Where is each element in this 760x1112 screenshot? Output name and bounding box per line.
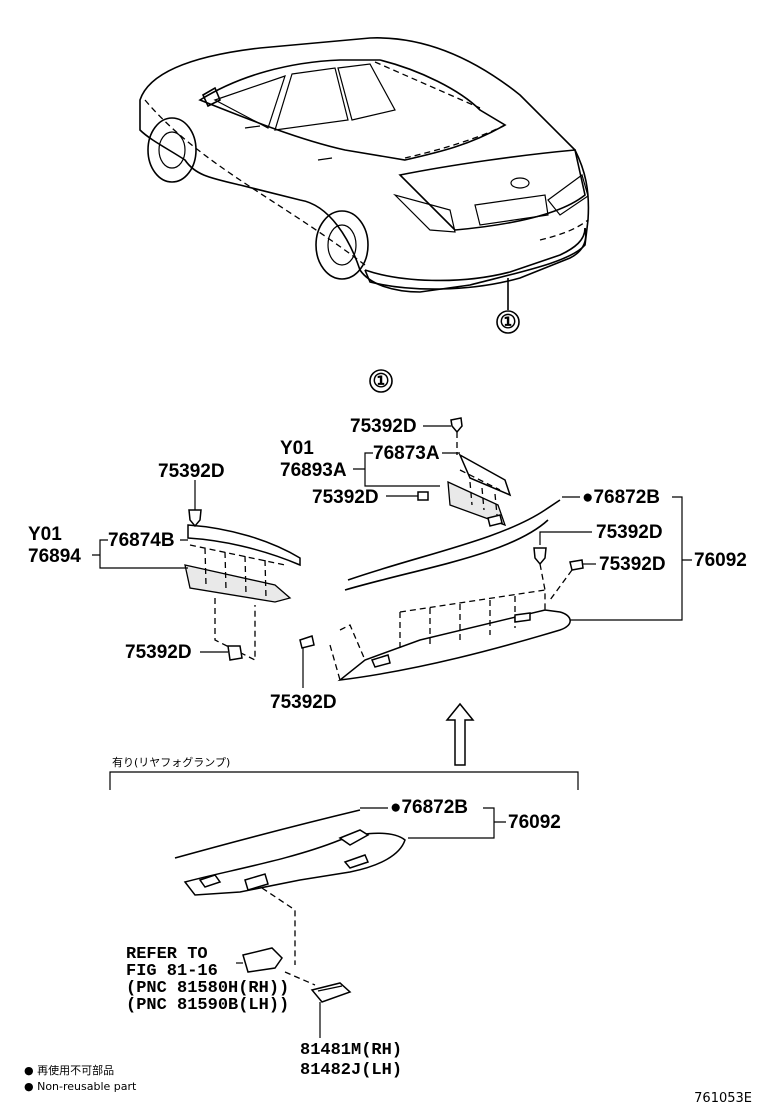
label-75392d-c: 75392D [158,461,225,482]
clip-75392d-g [549,559,596,601]
clip-75392d-f [533,531,592,591]
label-75392d-f: 75392D [596,522,663,543]
label-y01-right: Y01 [280,438,314,459]
callout-top: ① [499,312,516,333]
label-76893a: 76893A [280,460,347,481]
label-76873a: 76873A [373,443,440,464]
label-76874b: 76874B [108,530,175,551]
callout-circle-mid [369,369,393,393]
fog-lamp-socket [236,947,283,973]
bumper-76092-fog [174,809,406,986]
label-75392d-d: 75392D [125,642,192,663]
clip-75392d-d [200,645,243,661]
option-bracket [109,771,579,790]
legend-jp: ● 再使用不可部品 [24,1063,114,1077]
up-arrow [445,702,475,766]
callout-mid: ① [372,371,389,392]
label-76894: 76894 [28,546,81,567]
leader-76874b [92,539,188,569]
fog-lamp-lens [310,982,352,1038]
refer-line-3: (PNC 81580H(RH)) [126,979,289,998]
label-81481m: 81481M(RH) [300,1041,402,1060]
bracket-76873a [447,453,512,527]
refer-line-1: REFER TO [126,945,208,964]
figure-number: 761053E [694,1091,752,1106]
clip-75392d-c [188,480,202,528]
clip-75392d-a [423,417,463,455]
callout-circle-top [496,310,520,334]
label-75392d-b: 75392D [312,487,379,508]
leader-76092-top [562,496,692,621]
label-75392d-a: 75392D [350,416,417,437]
leader-76092-bottom [360,807,506,839]
leader-76873a [353,452,460,487]
fog-option-label: 有り(リヤフォグランプ) [112,755,230,769]
label-76092-top: 76092 [694,550,747,571]
label-76872b-bottom: ●76872B [390,797,468,818]
legend-en: ● Non-reusable part [24,1080,137,1093]
refer-line-4: (PNC 81590B(LH)) [126,996,289,1015]
car-illustration [139,37,590,310]
clip-75392d-b [386,491,429,501]
label-y01-left: Y01 [28,524,62,545]
label-81482j: 81482J(LH) [300,1061,402,1080]
label-76092-bottom: 76092 [508,812,561,833]
bumper-76092 [299,499,571,688]
label-75392d-g: 75392D [599,554,666,575]
bracket-76874b [184,524,301,662]
label-76872b-top: ●76872B [582,487,660,508]
refer-line-2: FIG 81-16 [126,962,218,981]
label-75392d-e: 75392D [270,692,337,713]
